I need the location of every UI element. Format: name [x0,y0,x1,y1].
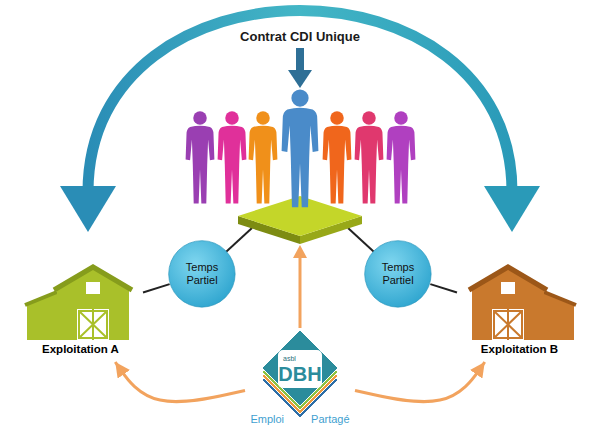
contract-arrowhead [288,70,312,88]
farm-name: Exploitation B [481,342,558,356]
barn-illustration [21,262,141,342]
worker-figure [218,111,247,203]
circle-text-box: Temps Partiel [372,261,424,286]
worker-figure [186,111,215,203]
part-time-text: Temps Partiel [176,261,228,286]
support-arrow [299,256,302,328]
support-arrowhead [293,245,307,258]
farm-node: Exploitation A [18,262,143,362]
circle-fill [169,241,235,307]
farm-node: Exploitation B [457,262,582,362]
arc-arrowhead [60,186,116,232]
platform-diamond [238,196,362,236]
employee-figure [282,89,319,207]
part-time-text: Temps Partiel [372,261,424,286]
connector-line [143,284,170,292]
logo-name: DBH [278,363,321,385]
logo-small-text: asbl [283,355,296,363]
logo-node: asblDBH Emploi Partagé [245,328,355,428]
part-time-circle: Temps Partiel [364,240,432,308]
worker-figure [323,111,352,203]
circle-text-box: Temps Partiel [176,261,228,286]
connector-line [355,362,485,402]
worker-figure [355,111,384,203]
farm-name: Exploitation A [42,342,119,356]
arc-arrowhead [484,186,540,232]
barn-illustration [460,262,580,342]
part-time-circle: Temps Partiel [168,240,236,308]
contract-arrow [296,48,304,72]
connector-line [430,284,457,292]
worker-figure [249,111,278,203]
logo-tagline: Emploi Partagé [250,413,349,426]
connector-line [115,362,245,402]
contract-label-text: Contrat CDI Unique [237,29,363,44]
worker-figure [387,111,416,203]
contract-label: Contrat CDI Unique [0,27,600,45]
circle-fill [365,241,431,307]
